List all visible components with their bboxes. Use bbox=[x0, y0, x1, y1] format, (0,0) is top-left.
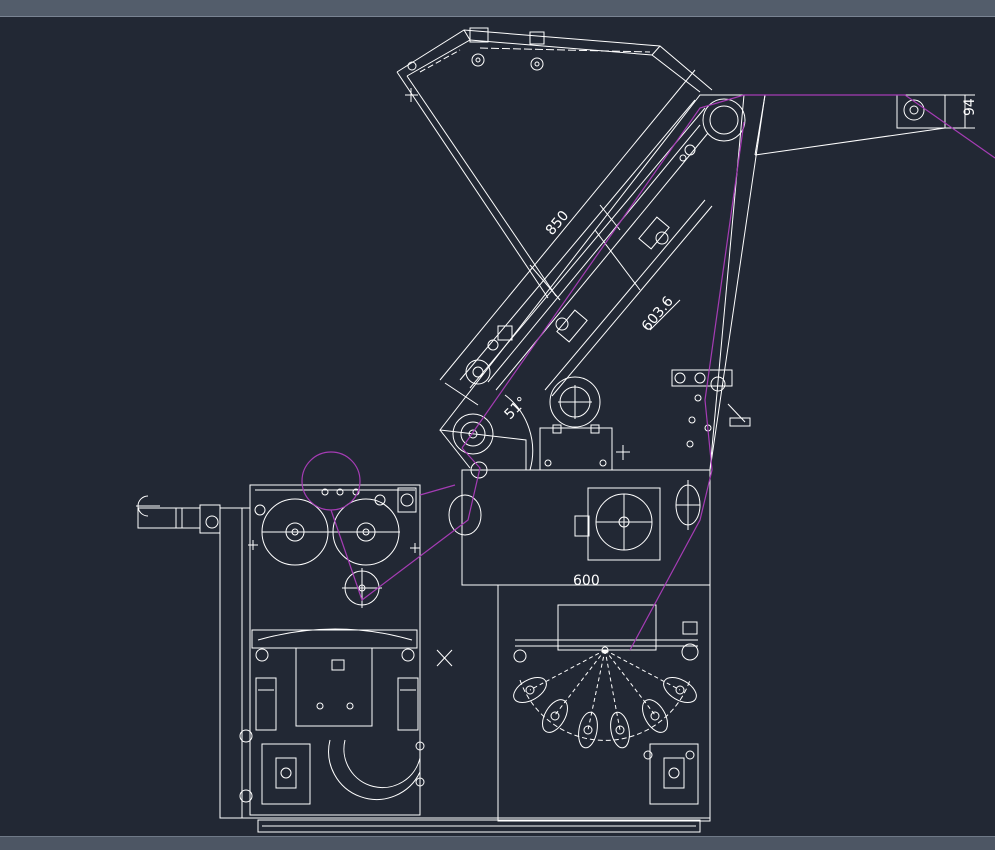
dim-603-6: 603.6 bbox=[639, 294, 677, 335]
right-lower-frame bbox=[497, 584, 711, 822]
dim-600: 600 bbox=[573, 573, 600, 589]
status-bar bbox=[0, 836, 995, 850]
upper-hopper-frame bbox=[396, 27, 713, 299]
middle-drive-box bbox=[448, 469, 711, 586]
dimension-labels: 850 603.6 51° 600 94 bbox=[502, 98, 978, 589]
inclined-conveyor bbox=[439, 69, 766, 479]
left-feed-arm bbox=[136, 495, 221, 534]
dim-angle-51: 51° bbox=[502, 394, 531, 423]
title-bar bbox=[0, 0, 995, 17]
upper-right-arm bbox=[709, 94, 975, 471]
material-path bbox=[301, 94, 995, 651]
machine-base bbox=[220, 817, 710, 833]
left-roller-frame bbox=[219, 484, 453, 819]
dim-850: 850 bbox=[543, 208, 572, 239]
side-bracket bbox=[671, 369, 751, 448]
dim-94: 94 bbox=[962, 98, 978, 116]
